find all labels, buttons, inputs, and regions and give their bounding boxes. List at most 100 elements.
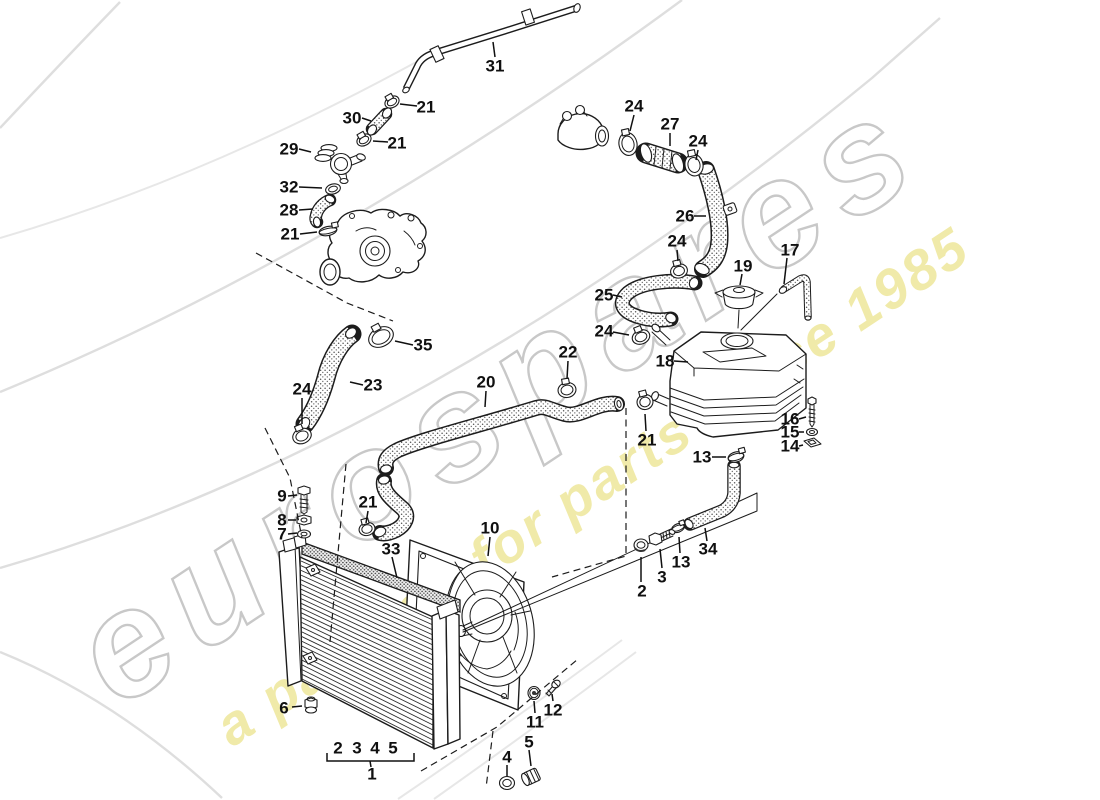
part-number-label: 21 (359, 493, 378, 512)
clamp-21d (636, 389, 654, 411)
leader-line (298, 208, 314, 211)
part-number-label: 23 (364, 376, 383, 395)
leader-line (659, 548, 663, 569)
part-number-label: 28 (280, 201, 299, 220)
part-number-label: 4 (502, 748, 512, 767)
leader-line (361, 117, 372, 122)
water-neck-drawing (557, 104, 610, 151)
bracket-part-number: 3 (352, 739, 361, 758)
leader-line (798, 416, 807, 420)
clamp-13-upper-drawing (727, 446, 746, 463)
radiator-fin-line (300, 612, 434, 676)
radiator-fin-line (300, 654, 434, 721)
hose-30-drawing (365, 107, 393, 136)
clamp-21b (356, 130, 372, 147)
part-number-label: 9 (277, 487, 286, 506)
clamp-24d (631, 324, 651, 345)
grommet-2-drawing (633, 538, 649, 553)
part-number-label: 6 (279, 699, 288, 718)
expansion-tank-drawing (650, 323, 807, 438)
part-number-label: 11 (526, 713, 544, 732)
leader-line (298, 186, 323, 189)
leader-line (492, 41, 496, 58)
leader-line (629, 114, 635, 132)
hose-34-drawing (683, 459, 741, 531)
part-number-label: 34 (699, 540, 718, 559)
connector-27-drawing (635, 142, 689, 174)
leader-line (533, 700, 536, 714)
clamp-21a (384, 92, 400, 109)
part-number-label: 33 (382, 540, 401, 559)
radiator-fin-line (300, 668, 434, 736)
radiator-fin-line (300, 678, 434, 746)
leader-line (612, 294, 623, 298)
drain-plug-drawing (304, 696, 318, 714)
part-number-label: 30 (343, 109, 362, 128)
assembly-dashed-lines (255, 252, 627, 789)
radiator-fin-line (300, 635, 434, 701)
fitting-3-drawing (648, 528, 676, 546)
part-number-label: 24 (293, 380, 312, 399)
part-number-label: 22 (559, 343, 578, 362)
leader-line (299, 231, 318, 235)
radiator-cap-drawing (714, 285, 764, 329)
hose-clamps-drawing (292, 92, 704, 537)
leader-line (349, 381, 364, 386)
radiator-fin-line (300, 569, 434, 631)
radiator-fin-line (300, 663, 434, 731)
hose-20-drawing (372, 395, 625, 542)
clamp-24c (670, 258, 688, 279)
leader-line (566, 360, 569, 380)
fan-fasteners-drawing (498, 679, 561, 791)
radiator-fin-line (300, 560, 434, 621)
part-number-label: 13 (693, 448, 712, 467)
fan-drawing (445, 561, 535, 687)
clamp-35 (368, 322, 394, 348)
leader-line (644, 413, 647, 432)
seal-32-drawing (325, 183, 341, 195)
part-number-label: 32 (280, 178, 299, 197)
bracket-part-number: 4 (370, 739, 380, 758)
bracket-part-number: 2 (333, 739, 342, 758)
leader-line (391, 556, 398, 579)
hose-28-drawing (309, 193, 337, 229)
radiator-fin-line (300, 631, 434, 696)
bracket-part-number: 5 (388, 739, 397, 758)
part-number-label: 21 (417, 98, 436, 117)
part-number-label: 31 (486, 57, 505, 76)
hose-26-drawing (694, 161, 738, 278)
part-number-label: 7 (277, 525, 286, 544)
radiator-fin-line (300, 626, 434, 691)
radiator-fin-line (300, 584, 434, 646)
part-number-label: 24 (595, 322, 614, 341)
radiator-mount-tab (302, 563, 321, 665)
part-number-label: 19 (734, 257, 753, 276)
leader-line (612, 331, 630, 336)
leader-line (487, 536, 491, 557)
hose-23-drawing (295, 324, 362, 434)
radiator-fin-line (300, 649, 434, 716)
radiator-fin-line (300, 616, 434, 681)
radiator-fin-line (300, 640, 434, 706)
part-number-label: 3 (657, 568, 666, 587)
leader-line (287, 494, 298, 497)
part-number-label: 18 (656, 352, 675, 371)
thermostat-drawing (314, 144, 366, 185)
radiator-fin-line (300, 659, 434, 726)
radiator-fin-line (300, 598, 434, 661)
part-number-label: 13 (672, 553, 691, 572)
hose-17-drawing (740, 274, 812, 331)
leader-line (528, 749, 532, 767)
grommet-4-drawing (498, 775, 516, 791)
radiator-fin-line (300, 579, 434, 641)
radiator-fin-line (300, 673, 434, 741)
water-pump-drawing (319, 208, 427, 286)
leader-line (798, 444, 804, 447)
hose-25-drawing (614, 273, 703, 328)
radiator-fin-line (300, 574, 434, 636)
part-number-label: 2 (637, 582, 646, 601)
part-number-label: 21 (281, 225, 300, 244)
